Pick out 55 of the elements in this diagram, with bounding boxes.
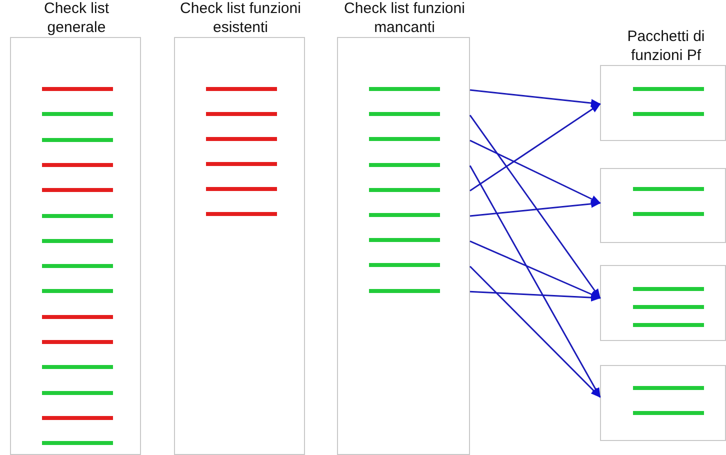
arrow — [470, 290, 601, 302]
arrow — [469, 165, 601, 398]
checklist-bar — [206, 112, 277, 116]
checklist-bar — [42, 365, 113, 370]
checklist-bar — [369, 263, 440, 268]
checklist-bar — [42, 416, 113, 420]
checklist-bar — [369, 188, 440, 192]
checklist-bar — [633, 386, 704, 390]
checklist-bar — [42, 162, 113, 167]
arrow — [470, 103, 601, 192]
checklist-bar — [42, 314, 113, 319]
column-heading: Check list generale — [42, 0, 110, 37]
arrow — [469, 114, 601, 299]
column-heading: Check list funzioni mancanti — [343, 0, 466, 37]
checklist-bar — [633, 323, 704, 327]
checklist-bar — [42, 188, 113, 192]
arrow — [470, 89, 601, 108]
checklist-bar — [42, 214, 113, 218]
arrow — [470, 140, 601, 204]
checklist-bar — [206, 187, 277, 191]
checklist-bar — [633, 287, 704, 291]
checklist-bar — [42, 340, 113, 344]
checklist-bar — [206, 87, 277, 91]
list-panel — [600, 168, 726, 243]
checklist-bar — [633, 305, 704, 309]
checklist-bar — [633, 112, 704, 116]
checklist-bar — [42, 264, 113, 268]
checklist-bar — [42, 138, 113, 142]
checklist-bar — [369, 213, 440, 217]
checklist-bar — [42, 238, 113, 243]
checklist-bar — [42, 441, 113, 446]
checklist-bar — [42, 289, 113, 294]
list-panel — [600, 265, 726, 341]
column-heading: Check list funzioni esistenti — [179, 0, 302, 37]
checklist-bar — [42, 390, 113, 395]
checklist-bar — [633, 212, 704, 216]
checklist-bar — [633, 87, 704, 91]
column-heading: Pacchetti di funzioni Pf — [626, 27, 706, 65]
list-panel — [600, 365, 726, 441]
checklist-bar — [369, 112, 440, 116]
checklist-bar — [369, 238, 440, 242]
checklist-bar — [42, 112, 113, 116]
arrow — [470, 240, 601, 299]
checklist-bar — [633, 411, 704, 415]
checklist-bar — [206, 137, 277, 141]
checklist-bar — [206, 162, 277, 166]
arrow — [470, 200, 601, 217]
checklist-bar — [633, 187, 704, 191]
checklist-bar — [369, 288, 440, 293]
checklist-bar — [369, 137, 440, 142]
checklist-bar — [206, 212, 277, 216]
checklist-bar — [369, 87, 440, 91]
checklist-bar — [369, 162, 440, 167]
checklist-bar — [42, 87, 113, 91]
arrow — [469, 266, 601, 398]
